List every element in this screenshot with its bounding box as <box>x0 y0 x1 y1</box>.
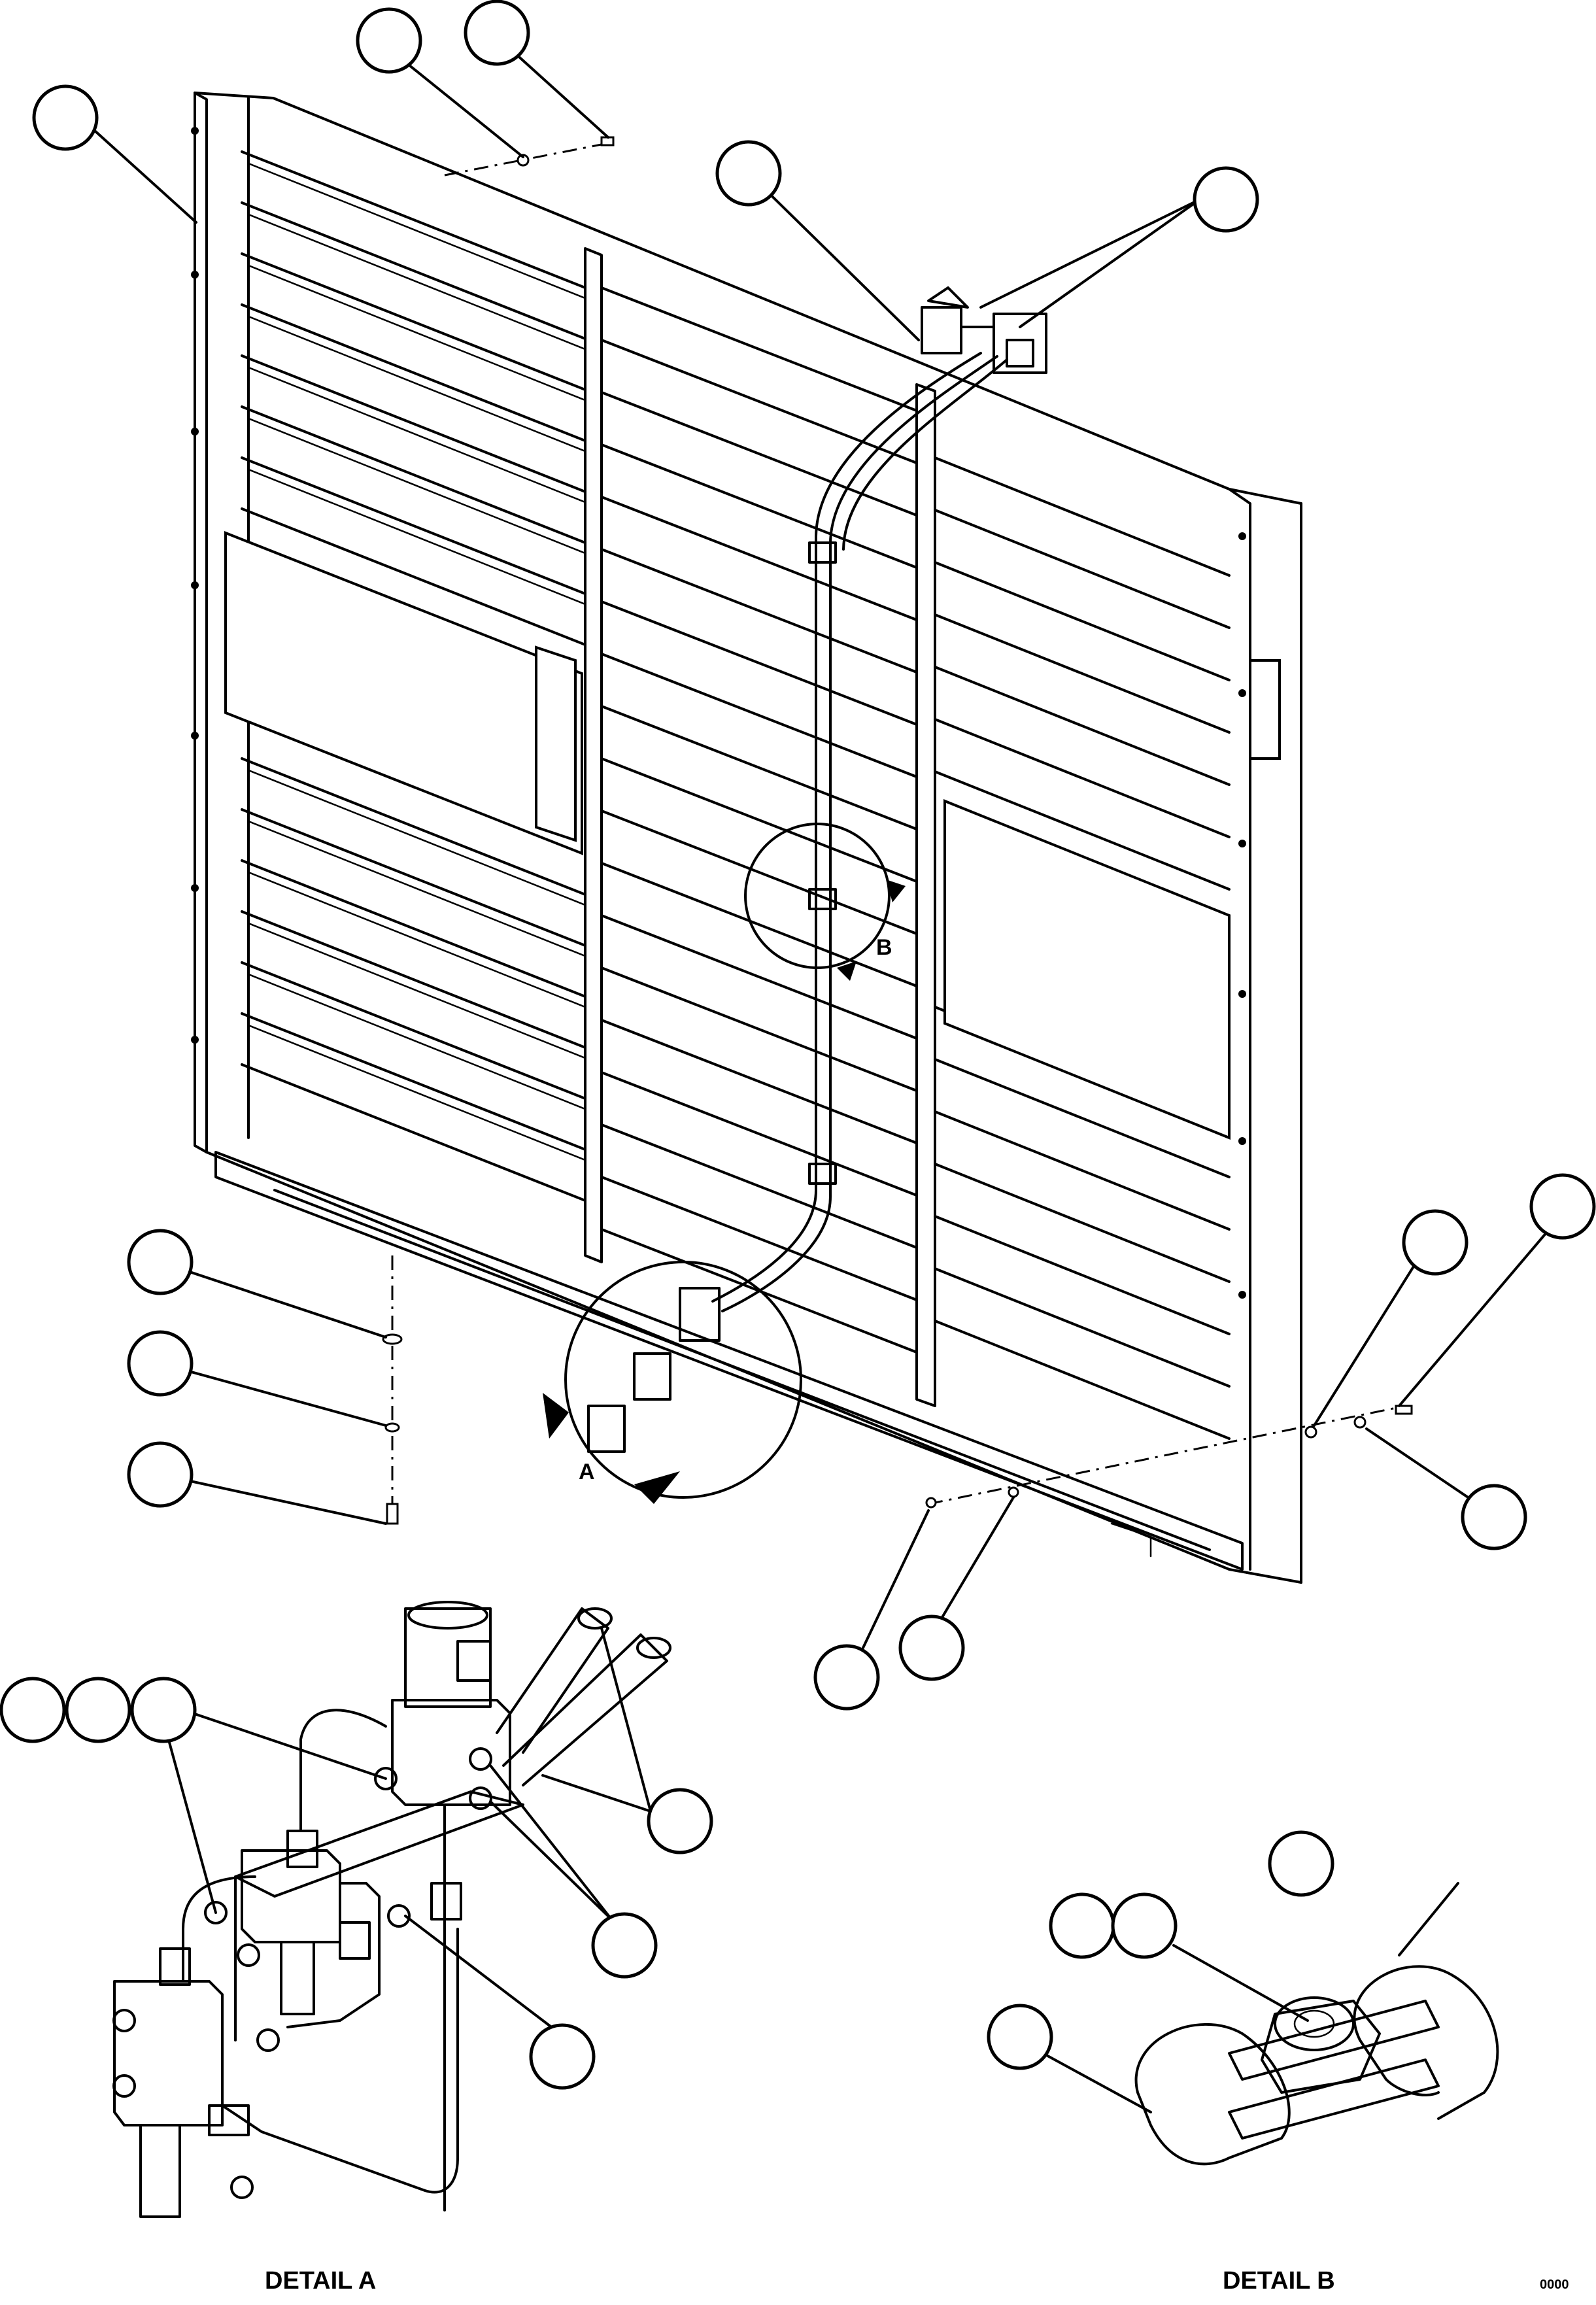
callout-balloons <box>0 0 1596 2090</box>
hardware-exploded-lines <box>382 136 1413 1525</box>
frame-fasteners <box>191 127 1246 1299</box>
hydraulic-hoses <box>711 352 1008 1312</box>
detail-a-drawing <box>112 1601 671 2218</box>
drawing-code: 0000 <box>1540 2278 1569 2292</box>
top-actuator <box>921 286 1047 374</box>
detail-b-label: DETAIL B <box>1223 2267 1335 2295</box>
detail-b-drawing <box>1134 1965 1499 2166</box>
louver-blades <box>241 150 1231 1440</box>
detail-a-callout <box>543 1261 802 1504</box>
callout-leaders <box>93 44 1567 2113</box>
view-letter-a: A <box>579 1460 595 1484</box>
detail-b-callout <box>744 823 906 981</box>
view-letter-b: B <box>876 935 892 960</box>
louver-frame <box>194 92 1302 1584</box>
detail-a-label: DETAIL A <box>265 2267 376 2295</box>
cover-plates <box>224 531 1281 1140</box>
